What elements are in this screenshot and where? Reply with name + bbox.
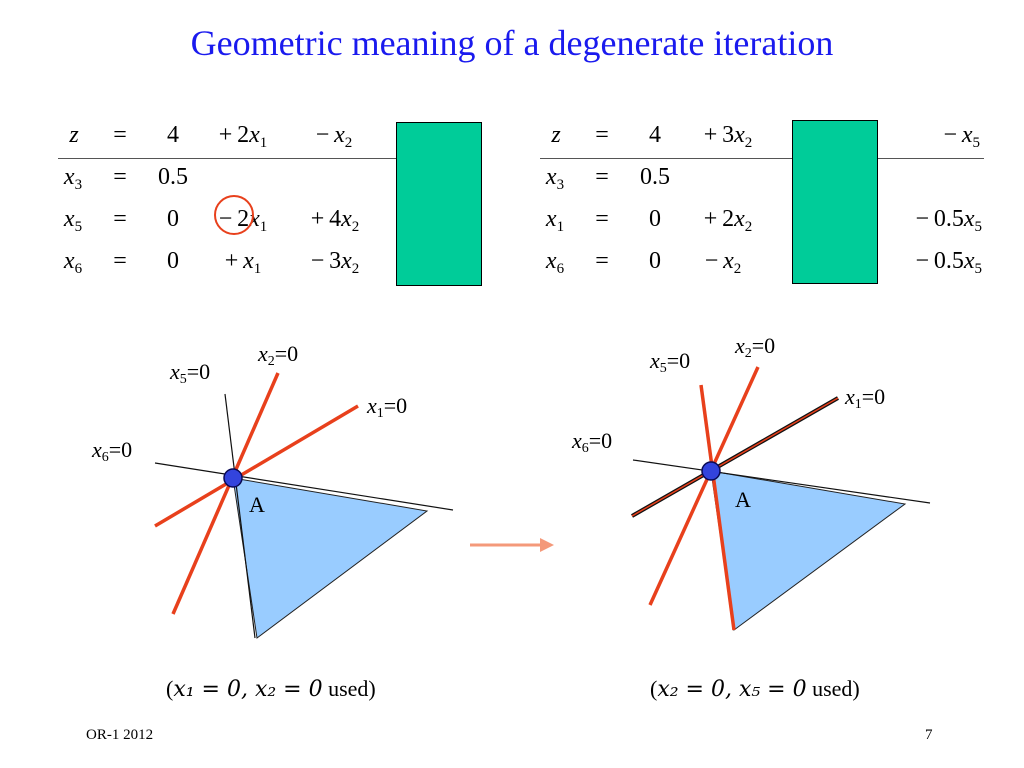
constant: 4	[167, 122, 179, 148]
right-green-box	[792, 120, 878, 284]
pivot-circle	[214, 195, 254, 235]
right-line-x5	[699, 384, 736, 631]
left-diagram	[154, 372, 454, 639]
lhs-var: x3	[545, 164, 565, 193]
term-x2: + 2x2	[703, 206, 753, 235]
term-x5: − x5	[943, 122, 980, 151]
slide-title: Geometric meaning of a degenerate iterat…	[190, 23, 834, 63]
transition-arrow	[470, 538, 554, 552]
term-x2: + 3x2	[703, 122, 753, 151]
equals-sign: =	[113, 248, 127, 274]
constant: 0.5	[640, 164, 670, 190]
equals-sign: =	[595, 122, 609, 148]
footer-course: OR-1 2012	[86, 727, 154, 743]
right-label-x5: x5=0	[650, 348, 691, 376]
term-x1: + x1	[224, 248, 262, 277]
right-label-x6: x6=0	[572, 428, 613, 456]
term-x2: − x2	[315, 122, 353, 151]
term-x2: − x2	[704, 248, 742, 277]
right-label-x2: x2=0	[735, 333, 776, 361]
term-x1: + 2x1	[218, 122, 268, 151]
lhs-var: x5	[63, 206, 83, 235]
left-point-label: A	[249, 492, 265, 517]
equals-sign: =	[113, 206, 127, 232]
constant: 0	[649, 206, 661, 232]
left-line-x1	[154, 404, 359, 528]
tableau-divider	[58, 158, 398, 159]
right-vertex-point	[701, 461, 721, 481]
left-line-x6	[154, 462, 454, 511]
right-point-label: A	[735, 487, 751, 512]
right-tableau: z = 4 + 3x2 − x5 x3 = 0.5 x1 = 0 + 2x2 −…	[540, 118, 990, 288]
left-line-x5	[224, 393, 256, 639]
constant: 4	[649, 122, 661, 148]
equals-sign: =	[113, 122, 127, 148]
left-green-box	[396, 122, 482, 286]
left-label-x2: x2=0	[258, 341, 299, 369]
page-number: 7	[925, 727, 933, 743]
lhs-var: x6	[545, 248, 565, 277]
right-line-x6	[632, 459, 931, 504]
constant: 0.5	[158, 164, 188, 190]
equals-sign: =	[595, 164, 609, 190]
term-x2: + 4x2	[310, 206, 360, 235]
lhs-var: x6	[63, 248, 83, 277]
right-line-x1-overlay	[631, 397, 839, 517]
right-line-x2	[648, 366, 760, 606]
lhs-var: z	[69, 122, 79, 148]
equals-sign: =	[113, 164, 127, 190]
right-caption: (x₂ = 0, x₅ = 0 used)	[650, 676, 860, 702]
term-x5: − 0.5x5	[915, 248, 982, 277]
tableau-divider	[540, 158, 984, 159]
left-line-x2	[171, 372, 280, 615]
left-vertex-point	[223, 468, 243, 488]
equals-sign: =	[595, 248, 609, 274]
left-caption: (x₁ = 0, x₂ = 0 used)	[166, 676, 376, 702]
right-diagram	[631, 366, 931, 631]
term-x5: − 0.5x5	[915, 206, 982, 235]
left-label-x5: x5=0	[170, 359, 211, 387]
right-label-x1: x1=0	[845, 384, 886, 412]
lhs-var: x1	[545, 206, 565, 235]
equals-sign: =	[595, 206, 609, 232]
constant: 0	[649, 248, 661, 274]
constant: 0	[167, 206, 179, 232]
lhs-var: z	[551, 122, 561, 148]
constant: 0	[167, 248, 179, 274]
left-label-x6: x6=0	[92, 437, 133, 465]
lhs-var: x3	[63, 164, 83, 193]
term-x2: − 3x2	[310, 248, 360, 277]
left-label-x1: x1=0	[367, 393, 408, 421]
